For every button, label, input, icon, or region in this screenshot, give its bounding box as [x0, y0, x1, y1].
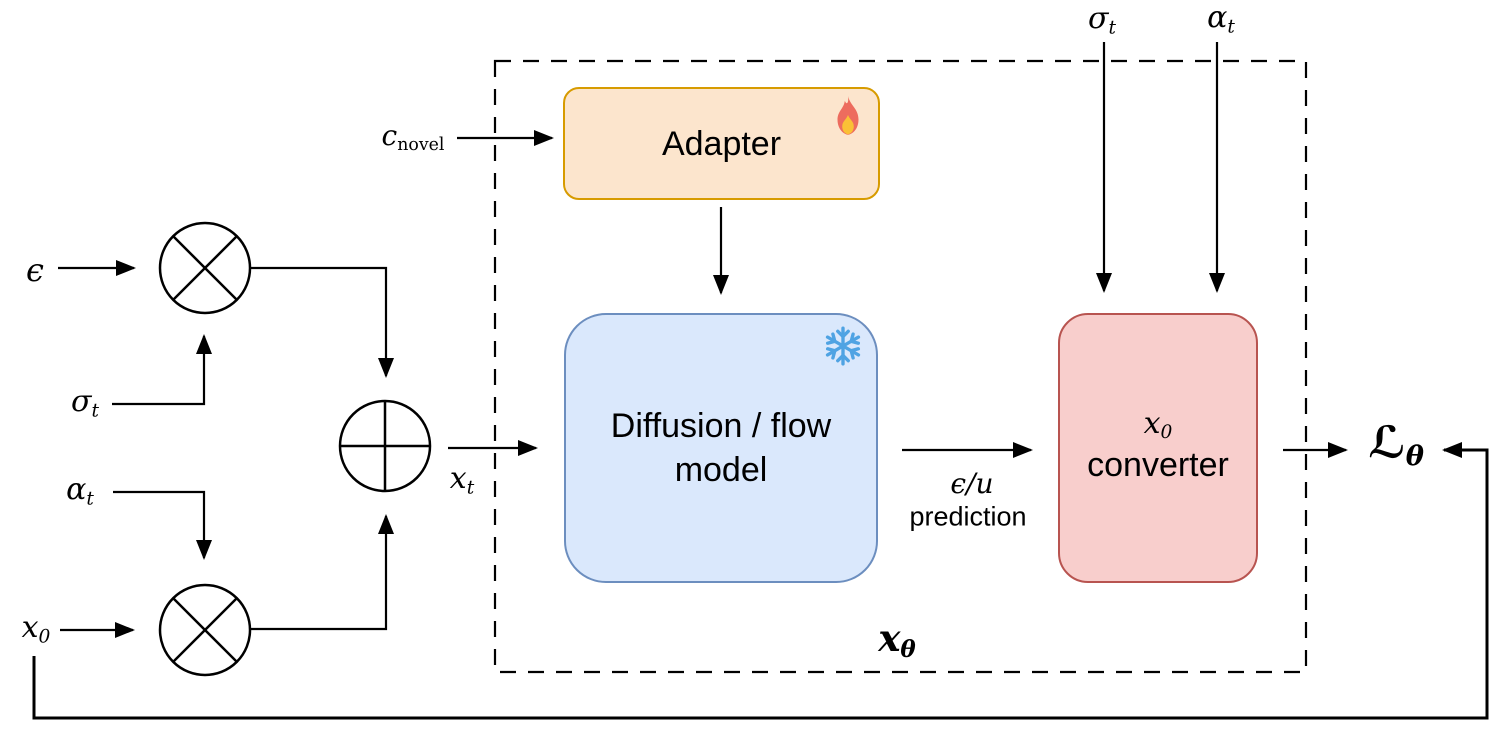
dashed-group-boundary	[493, 59, 1308, 674]
feedback-arrow-x0-to-loss	[32, 442, 1489, 720]
sigma-t-left-label: σt	[71, 384, 99, 422]
alpha-t-left-label: αt	[66, 472, 94, 510]
converter-label-math: x0	[1143, 406, 1173, 444]
multiply-operator-top	[158, 221, 252, 315]
cnovel-label: cnovel	[381, 118, 445, 155]
arrow-sigma-to-multiply	[112, 334, 212, 406]
prediction-text-label: prediction	[909, 501, 1027, 532]
diffusion-model-box: Diffusion / flow model	[564, 313, 878, 583]
x0-label: x0	[21, 610, 51, 648]
prediction-math-label: ϵ/u	[950, 467, 994, 500]
sigma-t-top-label: σt	[1088, 1, 1116, 39]
arrow-multiply-bottom-to-add	[251, 514, 394, 631]
converter-label-text: converter	[1087, 445, 1229, 484]
adapter-box: Adapter	[563, 87, 880, 200]
loss-label: ℒθ	[1368, 417, 1424, 473]
diffusion-label-line2: model	[674, 451, 768, 489]
multiply-operator-bottom	[158, 583, 252, 677]
epsilon-label: ϵ	[26, 251, 44, 289]
x-theta-group-label: xθ	[878, 615, 916, 664]
fire-icon	[837, 96, 859, 135]
arrow-alpha-to-multiply	[113, 490, 212, 560]
add-operator	[338, 399, 432, 493]
alpha-t-top-label: αt	[1207, 0, 1235, 38]
snowflake-icon	[825, 326, 861, 366]
xt-label: xt	[449, 461, 475, 499]
x0-converter-box: x0 converter	[1058, 313, 1258, 583]
diffusion-label-line1: Diffusion / flow	[610, 407, 832, 445]
adapter-label: Adapter	[661, 124, 782, 163]
arrow-multiply-top-to-add	[251, 266, 394, 378]
